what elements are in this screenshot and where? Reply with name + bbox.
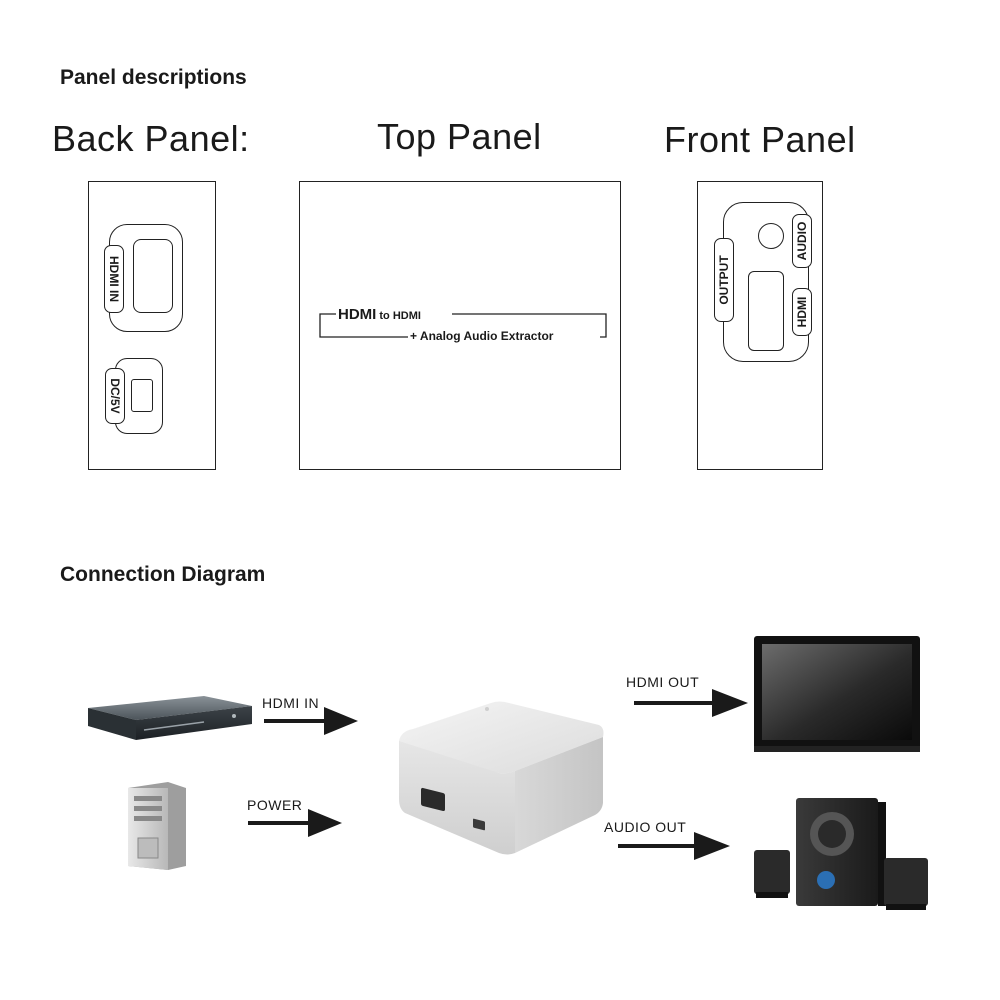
hdmi-label-frame: HDMI bbox=[792, 288, 812, 336]
top-panel-line1: HDMI to HDMI bbox=[336, 306, 423, 324]
top-panel-bracket bbox=[319, 313, 607, 338]
hdmi-in-arrow bbox=[264, 707, 358, 735]
power-arrow bbox=[248, 809, 342, 837]
front-hdmi-label: HDMI bbox=[795, 296, 809, 328]
top-panel-to-hdmi: to HDMI bbox=[376, 310, 421, 322]
dvd-player-icon bbox=[88, 696, 252, 740]
audio-label-frame: AUDIO bbox=[792, 214, 812, 268]
audio-jack-icon bbox=[758, 223, 784, 249]
dc-port-icon bbox=[131, 379, 153, 412]
hdmi-out-label: HDMI OUT bbox=[626, 674, 700, 690]
hdmi-out-port-icon bbox=[748, 271, 784, 351]
front-panel-title: Front Panel bbox=[664, 119, 856, 160]
top-panel-line2: + Analog Audio Extractor bbox=[408, 329, 556, 343]
audio-out-arrow bbox=[618, 832, 730, 860]
top-panel-hdmi-bold: HDMI bbox=[338, 306, 377, 323]
output-label: OUTPUT bbox=[717, 255, 731, 305]
top-panel-title: Top Panel bbox=[377, 116, 542, 157]
hdmi-out-arrow bbox=[634, 689, 748, 717]
back-panel-box: HDMI IN DC/5V bbox=[88, 181, 216, 470]
output-label-frame: OUTPUT bbox=[714, 238, 734, 322]
audio-out-label: AUDIO OUT bbox=[604, 819, 687, 835]
extractor-device-icon bbox=[399, 701, 604, 855]
dc-5v-label: DC/5V bbox=[108, 378, 122, 414]
back-panel-title: Back Panel: bbox=[52, 118, 250, 159]
power-label: POWER bbox=[247, 797, 303, 813]
dc-label-frame: DC/5V bbox=[105, 368, 125, 424]
monitor-icon bbox=[754, 636, 920, 752]
pc-tower-icon bbox=[128, 782, 186, 870]
connection-diagram-title: Connection Diagram bbox=[60, 563, 266, 586]
audio-label: AUDIO bbox=[795, 221, 809, 261]
hdmi-in-label: HDMI IN bbox=[262, 695, 320, 711]
hdmi-in-port-icon bbox=[133, 239, 173, 313]
speakers-icon bbox=[754, 798, 928, 910]
panel-descriptions-title: Panel descriptions bbox=[60, 66, 247, 89]
hdmi-in-label-frame: HDMI IN bbox=[104, 245, 124, 313]
top-panel-box: HDMI to HDMI + Analog Audio Extractor bbox=[299, 181, 621, 470]
front-panel-box: OUTPUT AUDIO HDMI bbox=[697, 181, 823, 470]
hdmi-in-label: HDMI IN bbox=[107, 256, 121, 302]
